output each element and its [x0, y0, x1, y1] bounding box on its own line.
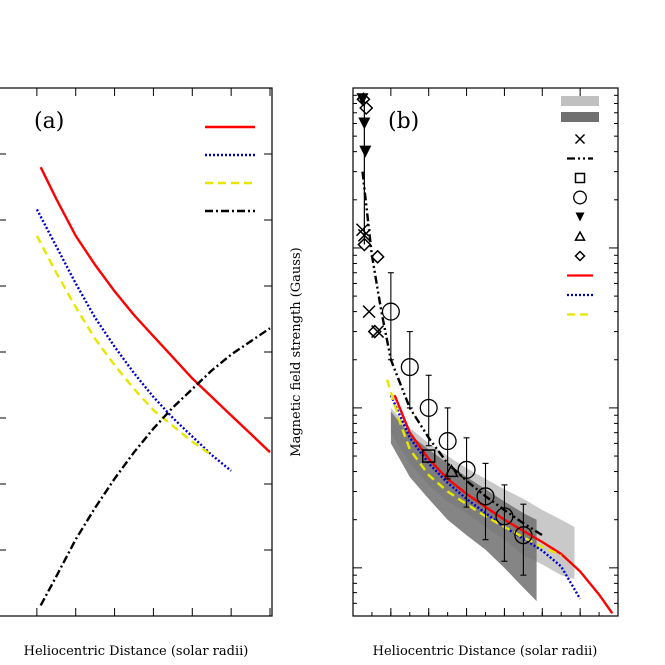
panel-b-point-cho-et-al-2007	[357, 228, 371, 242]
panel-b-point-cho-et-al-2007-stroke	[357, 228, 371, 242]
panel-b-point-patzold-et-al-1987	[514, 526, 533, 545]
panel-b-legend-marker-vrsnak-2002	[574, 250, 586, 262]
panel-a-series-v	[39, 327, 271, 606]
panel-b-point-cho-et-al-2007-stroke	[362, 305, 376, 319]
panel-b-point-ramesh-et-al-2010	[359, 145, 372, 158]
panel-a-xlabel: Heliocentric Distance (solar radii)	[24, 644, 249, 659]
panel-a-series-p1	[39, 166, 271, 454]
panel-b-legend-marker-cho-et-al-2007	[574, 133, 586, 145]
panel-b-ylabel: Magnetic field strength (Gauss)	[289, 247, 304, 456]
panel-b-series-dulk-mclean-1978	[361, 171, 543, 537]
panel-b-point-spangler-2005	[444, 464, 459, 478]
panel-b-legend-marker-ingleby-et-al-2007	[574, 172, 586, 184]
panel-b-legend-chen-swatch-p1	[561, 96, 599, 106]
panel-b-xlabel: Heliocentric Distance (solar radii)	[373, 644, 598, 659]
panel-b-point-ramesh-et-al-2010	[358, 117, 371, 130]
panel-a: (a) Heliocentric Distance (solar radii)	[0, 87, 273, 659]
panel-b-point-ingleby-et-al-2007	[421, 449, 436, 463]
panel-a-series-p2	[35, 208, 232, 472]
panel-b-point-vrsnak-2002	[367, 324, 382, 339]
panel-b-point-patzold-et-al-1987	[381, 302, 400, 321]
panel-b: (b) Heliocentric Distance (solar radii) …	[289, 87, 619, 659]
panel-b-point-patzold-et-al-1987	[476, 487, 495, 506]
panel-b-legend-marker-spangler-2005	[574, 230, 586, 241]
panel-a-legend	[205, 125, 255, 213]
panel-b-point-cho-et-al-2007	[362, 305, 376, 319]
panel-b-point-vrsnak-2002	[357, 237, 372, 252]
panel-b-legend-marker-patzold-et-al-1987	[573, 190, 587, 205]
panel-b-point-patzold-et-al-1987	[495, 507, 514, 526]
panel-b-point-patzold-et-al-1987	[419, 398, 438, 417]
panel-b-point-vrsnak-2002	[359, 100, 374, 116]
panel-b-point-cho-et-al-2007-stroke	[355, 223, 369, 237]
panel-b-legend-marker-cho-et-al-2007-stroke	[574, 133, 586, 145]
panel-a-series-p3	[35, 235, 213, 456]
panel-b-legend-marker-ramesh-et-al-2010	[575, 212, 585, 222]
panel-b-point-patzold-et-al-1987	[400, 358, 419, 377]
panel-b-legend-chen-swatch-p2	[561, 112, 599, 122]
panel-b-point-patzold-et-al-1987	[438, 432, 457, 451]
panel-b-point-vrsnak-2002	[370, 249, 385, 264]
panel-b-label: (b)	[388, 109, 419, 134]
panel-a-label: (a)	[34, 109, 64, 134]
panel-b-point-patzold-et-al-1987	[457, 460, 476, 479]
panel-b-legend	[561, 96, 599, 316]
